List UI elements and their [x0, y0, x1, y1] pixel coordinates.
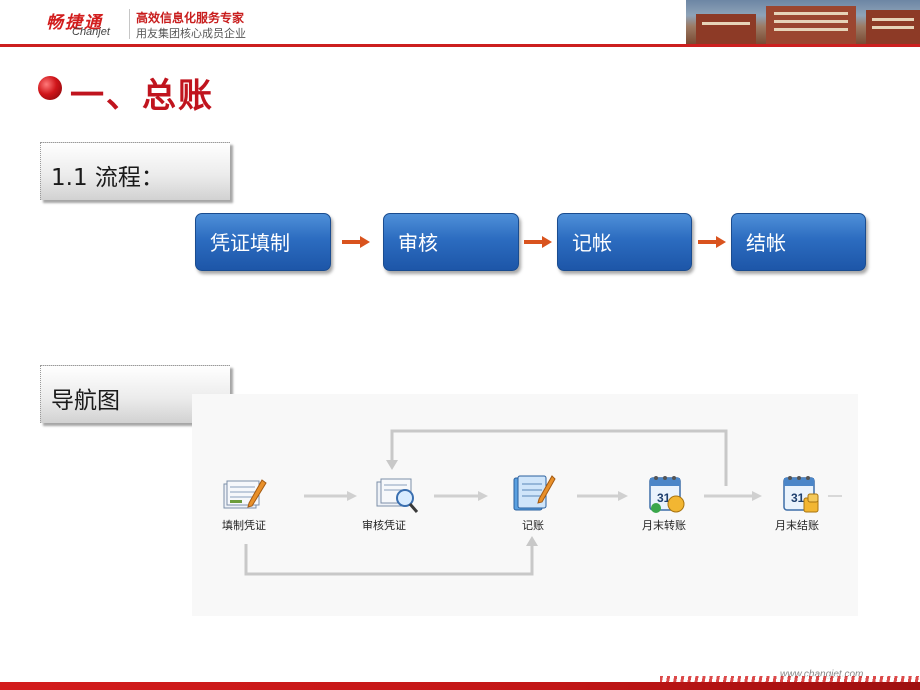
calendar-transfer-icon[interactable]: 31 — [644, 472, 690, 516]
flow-step-close: 结帐 — [731, 213, 866, 271]
voucher-audit-icon[interactable] — [375, 474, 421, 518]
nav-label-voucher-entry: 填制凭证 — [222, 519, 266, 532]
footer-url: www.changjet.com — [780, 669, 864, 680]
page-title: 一、总账 — [70, 76, 214, 116]
flow-step-voucher-entry: 凭证填制 — [195, 213, 331, 271]
nav-label-voucher-audit: 审核凭证 — [362, 519, 406, 532]
footer-stripe — [660, 676, 920, 682]
footer-bar — [0, 682, 920, 690]
navigation-connectors — [244, 429, 842, 576]
nav-label-calendar-transfer: 月末转账 — [642, 519, 686, 532]
slogan-main: 高效信息化服务专家 — [136, 11, 245, 25]
header-divider — [0, 44, 920, 47]
logo-text-en: Chanjet — [72, 26, 110, 38]
flow-arrow-icon — [524, 236, 552, 248]
calendar-close-icon[interactable]: 31 — [778, 472, 824, 516]
section-label-flow: 1.1 流程： — [40, 142, 230, 200]
nav-label-ledger-post: 记账 — [522, 519, 544, 532]
section-label-flow-text: 1.1 流程： — [51, 165, 164, 191]
logo-divider — [129, 9, 130, 39]
voucher-entry-icon[interactable] — [222, 474, 268, 518]
section-label-nav-text: 导航图 — [51, 388, 120, 414]
nav-label-calendar-close: 月末结账 — [775, 519, 819, 532]
slogan-sub: 用友集团核心成员企业 — [136, 27, 246, 40]
flow-arrow-icon — [698, 236, 726, 248]
title-bullet-icon — [38, 76, 62, 100]
ledger-post-icon[interactable] — [510, 472, 556, 516]
flow-step-audit: 审核 — [383, 213, 519, 271]
navigation-diagram: 填制凭证 审核凭证 记账 31 月末转账 31 月末结账 — [192, 394, 858, 616]
header-building-photo — [686, 0, 920, 44]
flow-arrow-icon — [342, 236, 370, 248]
header: 畅捷通 Chanjet 高效信息化服务专家 用友集团核心成员企业 — [0, 0, 920, 46]
svg-text:31: 31 — [657, 491, 671, 505]
flow-step-post: 记帐 — [557, 213, 692, 271]
svg-text:31: 31 — [791, 491, 805, 505]
logo-text-cn: 畅捷通 — [46, 13, 103, 33]
